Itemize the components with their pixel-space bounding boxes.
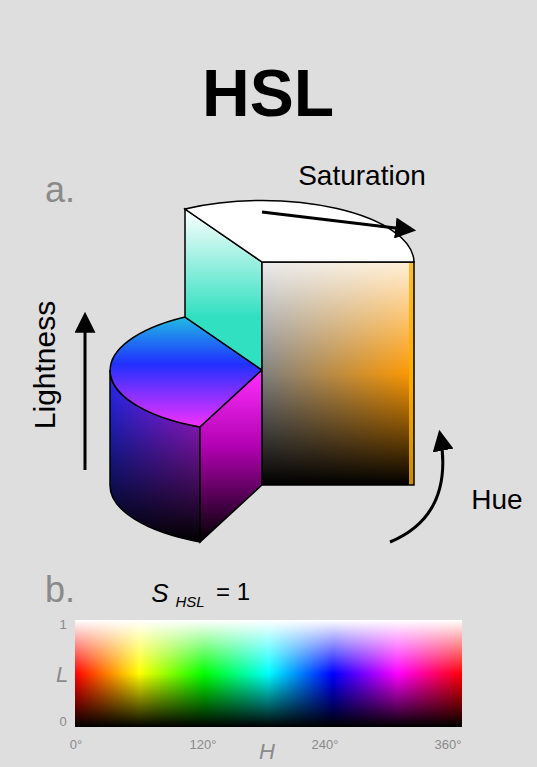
lightness-arrow bbox=[84, 316, 87, 470]
hue-lightness-shade bbox=[75, 620, 462, 727]
axis-name: Saturation bbox=[298, 162, 426, 190]
formula-subscript: HSL bbox=[175, 594, 204, 609]
orange-face-shade bbox=[262, 262, 414, 485]
axis-name: Lightness bbox=[30, 301, 60, 429]
tick-label: 120° bbox=[190, 738, 217, 751]
tick-label: 1 bbox=[59, 618, 66, 631]
axis-symbol: L bbox=[56, 664, 68, 686]
tick-label: 0° bbox=[70, 738, 82, 751]
formula-value: = 1 bbox=[216, 580, 250, 604]
magenta-face bbox=[200, 370, 262, 542]
panel-letter: a. bbox=[45, 172, 75, 208]
hue-arrow bbox=[390, 434, 443, 542]
tick-label: 360° bbox=[435, 738, 462, 751]
tick-label: 0 bbox=[59, 715, 66, 728]
panel-letter: b. bbox=[45, 572, 75, 608]
axis-name: Hue bbox=[471, 486, 522, 514]
hue-lightness-bar bbox=[75, 620, 462, 727]
tick-label: 240° bbox=[312, 738, 339, 751]
saturation-arrow bbox=[262, 212, 412, 230]
diagram-title: HSL bbox=[202, 60, 334, 126]
top-face bbox=[185, 200, 414, 262]
axis-symbol: H bbox=[259, 741, 275, 763]
orange-face-outline bbox=[262, 262, 414, 485]
formula-symbol: S bbox=[151, 580, 168, 606]
orange-face bbox=[262, 262, 414, 485]
